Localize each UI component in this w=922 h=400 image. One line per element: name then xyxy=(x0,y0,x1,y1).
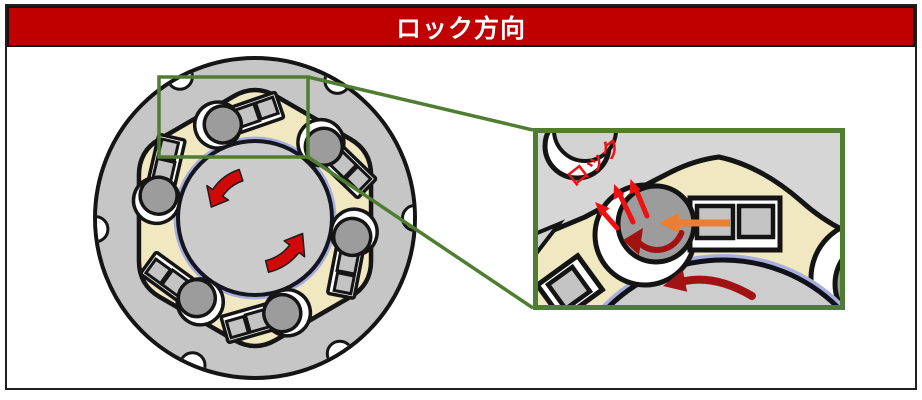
race-rotation-arrowhead xyxy=(663,270,688,292)
rotation-arrow-lower xyxy=(264,232,306,274)
detail-view: ロック xyxy=(533,128,845,310)
spring-plunger xyxy=(544,263,594,310)
race-notch xyxy=(97,215,110,244)
spring-plunger xyxy=(224,314,251,340)
roller xyxy=(138,175,179,216)
roller-rotation-arrowhead xyxy=(623,228,643,255)
roller-unit-bottom xyxy=(219,288,313,344)
detail-neighbor-spring xyxy=(533,252,606,310)
spring-plunger xyxy=(143,257,173,286)
detail-neighbor-pocket xyxy=(808,223,845,310)
detail-view-border xyxy=(533,128,845,310)
rotation-arrow-upper xyxy=(206,168,244,208)
roller xyxy=(202,104,244,145)
zoom-highlight-rectangle xyxy=(157,75,310,159)
roller-unit-right xyxy=(326,207,379,300)
spring-force-arrow xyxy=(659,213,730,233)
spring-plunger xyxy=(332,271,357,296)
roller-unit-top xyxy=(192,90,286,150)
lock-direction-arrows xyxy=(595,179,650,231)
roller xyxy=(262,292,303,334)
zoom-connector-line-top xyxy=(307,75,534,132)
detail-spring-plunger xyxy=(736,203,776,240)
page-frame xyxy=(5,4,917,390)
zoom-connector-line-bottom xyxy=(307,155,534,310)
race-rotation-arrow xyxy=(681,275,756,300)
roller-unit-bottom-left xyxy=(139,250,226,327)
detail-cam-gap-wedge xyxy=(533,219,566,261)
detail-inner-race-halo xyxy=(597,254,845,310)
page-title: ロック方向 xyxy=(395,14,526,43)
spring-plunger xyxy=(253,95,281,122)
clutch-figure xyxy=(93,56,534,380)
roller xyxy=(331,216,373,258)
header-bar: ロック方向 xyxy=(7,6,915,47)
detail-neighbor-roller xyxy=(832,251,845,310)
roller-rotation-arrow xyxy=(634,229,685,253)
roller xyxy=(176,277,218,319)
